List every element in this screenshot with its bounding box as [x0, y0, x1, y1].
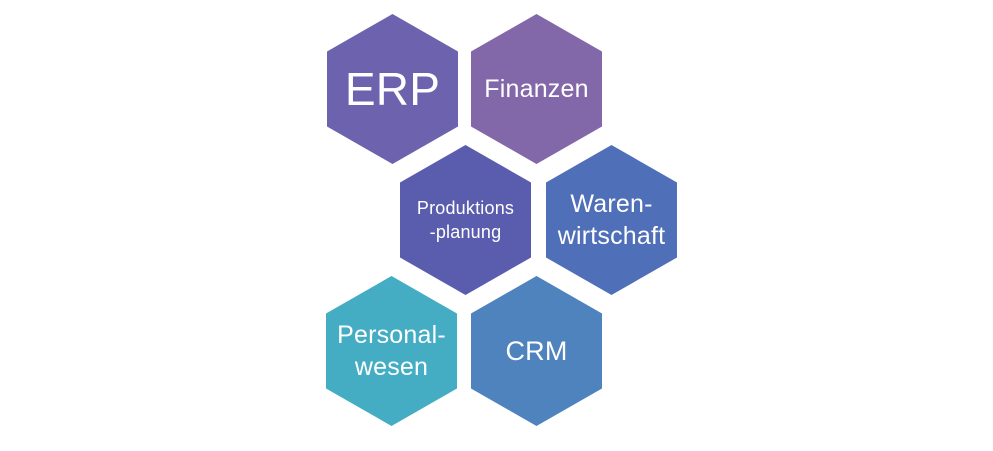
hexagon-warenwirtschaft-label: Waren- wirtschaft	[558, 188, 666, 252]
hexagon-erp: ERP	[327, 14, 458, 164]
hexagon-produktionsplanung-label: Produktions -planung	[417, 196, 514, 245]
hexagon-personalwesen-label-line1: Personal-	[337, 321, 446, 349]
hexagon-warenwirtschaft-label-line1: Waren-	[570, 190, 653, 218]
hexagon-produktionsplanung: Produktions -planung	[400, 145, 531, 295]
hexagon-personalwesen-label: Personal- wesen	[337, 319, 446, 383]
hexagon-personalwesen-label-line2: wesen	[354, 353, 429, 381]
hexagon-crm: CRM	[471, 276, 602, 426]
hexagon-crm-label: CRM	[505, 334, 567, 369]
hexagon-crm-label-line1: CRM	[505, 335, 568, 366]
hexagon-produktionsplanung-label-line2: -planung	[429, 222, 502, 242]
hexagon-produktionsplanung-label-line1: Produktions	[416, 197, 515, 218]
hexagon-personalwesen: Personal- wesen	[326, 276, 457, 426]
hexagon-finanzen: Finanzen	[471, 14, 602, 164]
hexagon-finanzen-label: Finanzen	[484, 73, 588, 105]
hexagon-finanzen-label-line1: Finanzen	[484, 75, 589, 103]
hexagon-erp-label: ERP	[345, 60, 440, 119]
hexagon-warenwirtschaft: Waren- wirtschaft	[546, 145, 677, 295]
hexagon-warenwirtschaft-label-line2: wirtschaft	[557, 222, 666, 250]
hexagon-erp-label-line1: ERP	[344, 62, 441, 115]
